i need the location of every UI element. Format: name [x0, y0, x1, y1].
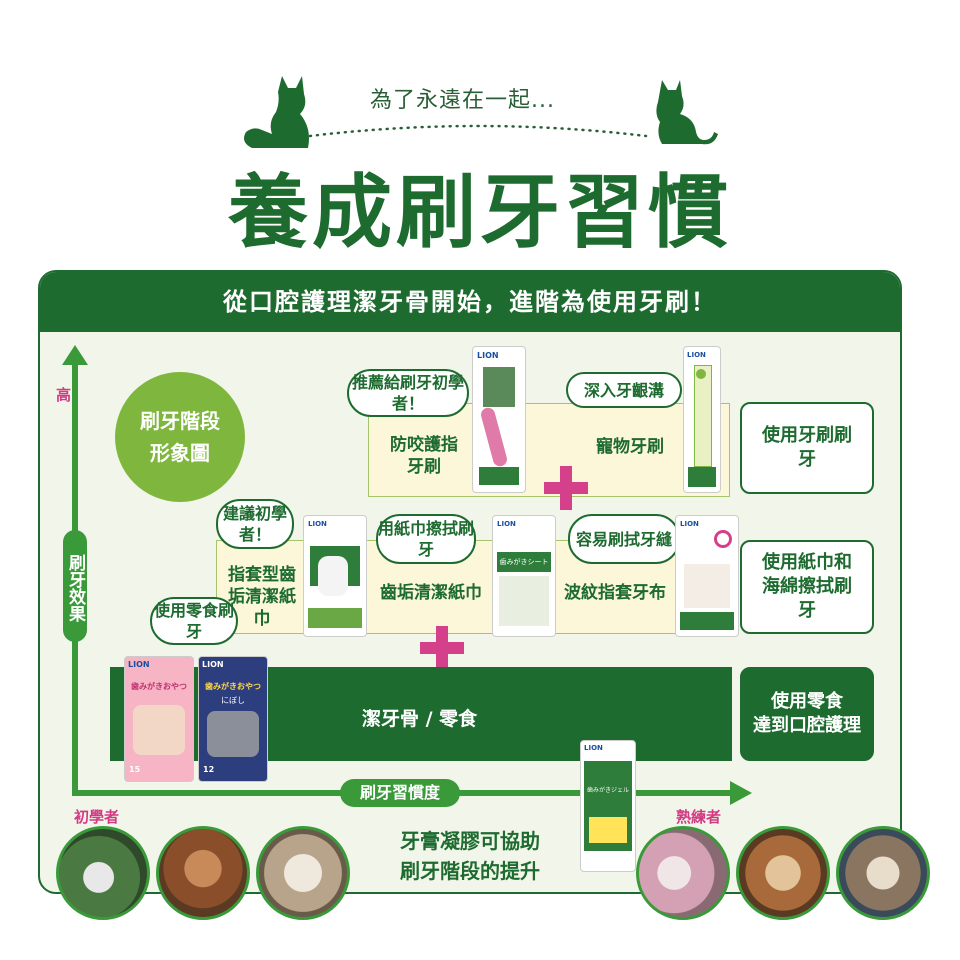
- cat-silhouette-left-icon: [244, 76, 309, 148]
- product-brand: LION: [497, 520, 516, 528]
- product-brand: LION: [128, 660, 150, 669]
- gel-caption-line2: 刷牙階段的提升: [400, 859, 540, 883]
- product-brand: LION: [308, 520, 327, 528]
- x-axis-label: 刷牙習慣度: [340, 779, 460, 807]
- summary-snack-line2: 達到口腔護理: [753, 715, 861, 736]
- photo-gel-tube: [56, 826, 150, 920]
- x-axis-end-label: 熟練者: [676, 808, 722, 826]
- y-axis-high-label: 高: [56, 386, 72, 404]
- product-snack-pink: LION 歯みがきおやつ 15: [124, 656, 194, 782]
- summary-toothbrush: 使用牙刷刷牙: [740, 402, 874, 494]
- bubble-deep-gum: 深入牙齦溝: [566, 372, 682, 408]
- label-finger-wipes: 指套型齒垢清潔紙巾: [228, 565, 296, 629]
- x-axis-start-label: 初學者: [74, 808, 120, 826]
- label-pet-toothbrush: 寵物牙刷: [596, 437, 664, 457]
- page-title: 養成刷牙習慣: [228, 165, 732, 259]
- gel-product-name: 歯みがきジェル: [586, 787, 629, 794]
- photo-cat-brushing: [836, 826, 930, 920]
- summary-snack-line1: 使用零食: [771, 691, 843, 712]
- bubble-snack-brush: 使用零食刷牙: [150, 597, 238, 645]
- product-snack-blue: LION 歯みがきおやつ にぼし 12: [198, 656, 268, 782]
- snack1-count: 15: [129, 765, 141, 774]
- summary-toothbrush-text: 使用牙刷刷牙: [762, 425, 852, 470]
- photo-cat-mouth: [256, 826, 350, 920]
- plus-icon: [420, 626, 464, 670]
- photo-dog-brushing: [736, 826, 830, 920]
- dotted-arc: [308, 124, 648, 138]
- bubble-wipe-brush: 用紙巾擦拭刷牙: [376, 514, 476, 564]
- bubble-easy-gaps: 容易刷拭牙縫: [568, 514, 680, 564]
- product-brand: LION: [687, 351, 706, 359]
- summary-wipes-text: 使用紙巾和海綿擦拭刷牙: [762, 552, 852, 621]
- product-dental-wipes: LION 歯みがきシート: [492, 515, 556, 637]
- product-brand: LION: [680, 520, 699, 528]
- photo-finger-brush: [636, 826, 730, 920]
- photo-dog-snack: [156, 826, 250, 920]
- product-pet-toothbrush: LION: [683, 346, 721, 493]
- snack2-name: 歯みがきおやつ: [205, 682, 261, 691]
- product-finger-wipes: LION: [303, 515, 367, 637]
- panel-heading: 從口腔護理潔牙骨開始，進階為使用牙刷！: [40, 272, 900, 332]
- x-axis-arrow-icon: [730, 781, 752, 805]
- product-brand: LION: [584, 744, 603, 752]
- snack2-count: 12: [203, 765, 215, 774]
- label-wave-finger-cloth: 波紋指套牙布: [564, 583, 666, 603]
- label-finger-toothbrush: 防咬護指牙刷: [390, 435, 458, 477]
- wipe-product-name: 歯みがきシート: [497, 552, 551, 572]
- level-toothbrush-box: [368, 403, 730, 497]
- gel-caption-line1: 牙膏凝膠可協助: [400, 829, 540, 853]
- product-dental-gel: LION 歯みがきジェル: [580, 740, 636, 872]
- label-dental-wipes: 齒垢清潔紙巾: [380, 583, 482, 603]
- product-wave-finger-cloth: LION: [675, 515, 739, 637]
- plus-icon: [544, 466, 588, 510]
- stage-badge-line1: 刷牙階段: [140, 409, 220, 433]
- tagline: 為了永遠在一起...: [370, 88, 555, 113]
- product-finger-toothbrush: LION: [472, 346, 526, 493]
- stage-badge-line2: 形象圖: [150, 441, 210, 465]
- label-snack: 潔牙骨 / 零食: [362, 708, 478, 730]
- summary-snack: 使用零食 達到口腔護理: [740, 667, 874, 761]
- bubble-recommend-beginner: 推薦給刷牙初學者！: [347, 369, 469, 417]
- product-brand: LION: [477, 351, 499, 360]
- snack1-name: 歯みがきおやつ: [131, 682, 187, 691]
- y-axis-arrow-icon: [62, 345, 88, 365]
- stage-diagram-badge: 刷牙階段 形象圖: [115, 372, 245, 502]
- bubble-suggest-beginner: 建議初學者！: [216, 499, 294, 549]
- cat-silhouette-right-icon: [656, 80, 718, 145]
- product-brand: LION: [202, 660, 224, 669]
- y-axis-label: 刷牙效果: [63, 530, 87, 642]
- gel-caption: 牙膏凝膠可協助 刷牙階段的提升: [370, 826, 570, 886]
- snack2-sub: にぼし: [221, 696, 245, 705]
- summary-wipes: 使用紙巾和海綿擦拭刷牙: [740, 540, 874, 634]
